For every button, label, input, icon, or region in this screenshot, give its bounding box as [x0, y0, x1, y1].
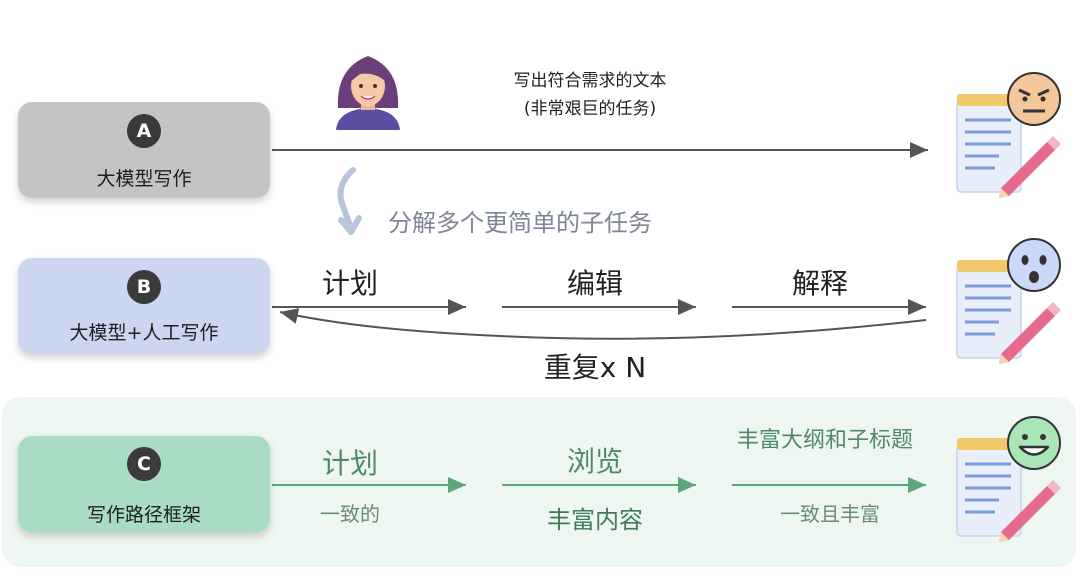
row-c-result [955, 414, 1065, 544]
row-b-box: B 大模型+人工写作 [18, 258, 270, 354]
surprised-face-icon [1007, 238, 1061, 292]
angry-face-icon [1007, 72, 1061, 126]
row-b-step-edit: 编辑 [566, 267, 623, 300]
row-a-badge: A [127, 114, 161, 148]
row-c-step-browse: 浏览 [566, 445, 623, 478]
woman-avatar-icon [336, 56, 400, 130]
row-b-result [955, 236, 1065, 366]
row-c-result-rich: 丰富内容 [547, 506, 643, 534]
row-c-badge: C [127, 447, 161, 481]
row-b-step-plan: 计划 [321, 267, 378, 300]
happy-face-icon [1007, 416, 1061, 470]
row-c-label: 写作路径框架 [86, 504, 201, 526]
notepad-pencil-icon [956, 94, 1061, 198]
row-b-loop-arrow [279, 308, 927, 340]
row-c-result-both: 一致且丰富 [780, 502, 880, 526]
decompose-text: 分解多个更简单的子任务 [388, 209, 652, 237]
row-c-result-consistent: 一致的 [320, 502, 380, 526]
row-b-repeat: 重复x N [543, 351, 647, 384]
row-a-task-line1: 写出符合需求的文本 [513, 71, 667, 91]
row-c-box: C 写作路径框架 [18, 436, 270, 532]
row-a-box: A 大模型写作 [18, 102, 270, 198]
row-c-step-plan: 计划 [321, 447, 378, 480]
row-c-step-enrich: 丰富大纲和子标题 [736, 428, 913, 453]
row-a-result [955, 70, 1065, 200]
row-a-label: 大模型写作 [96, 168, 192, 190]
row-a-task-line2: (非常艰巨的任务) [523, 99, 657, 119]
notepad-pencil-icon [956, 438, 1061, 542]
notepad-pencil-icon [956, 260, 1061, 364]
curved-down-arrow-icon [337, 167, 362, 235]
row-b-badge: B [127, 270, 161, 304]
row-b-label: 大模型+人工写作 [69, 322, 219, 344]
row-b-step-explain: 解释 [791, 267, 848, 300]
